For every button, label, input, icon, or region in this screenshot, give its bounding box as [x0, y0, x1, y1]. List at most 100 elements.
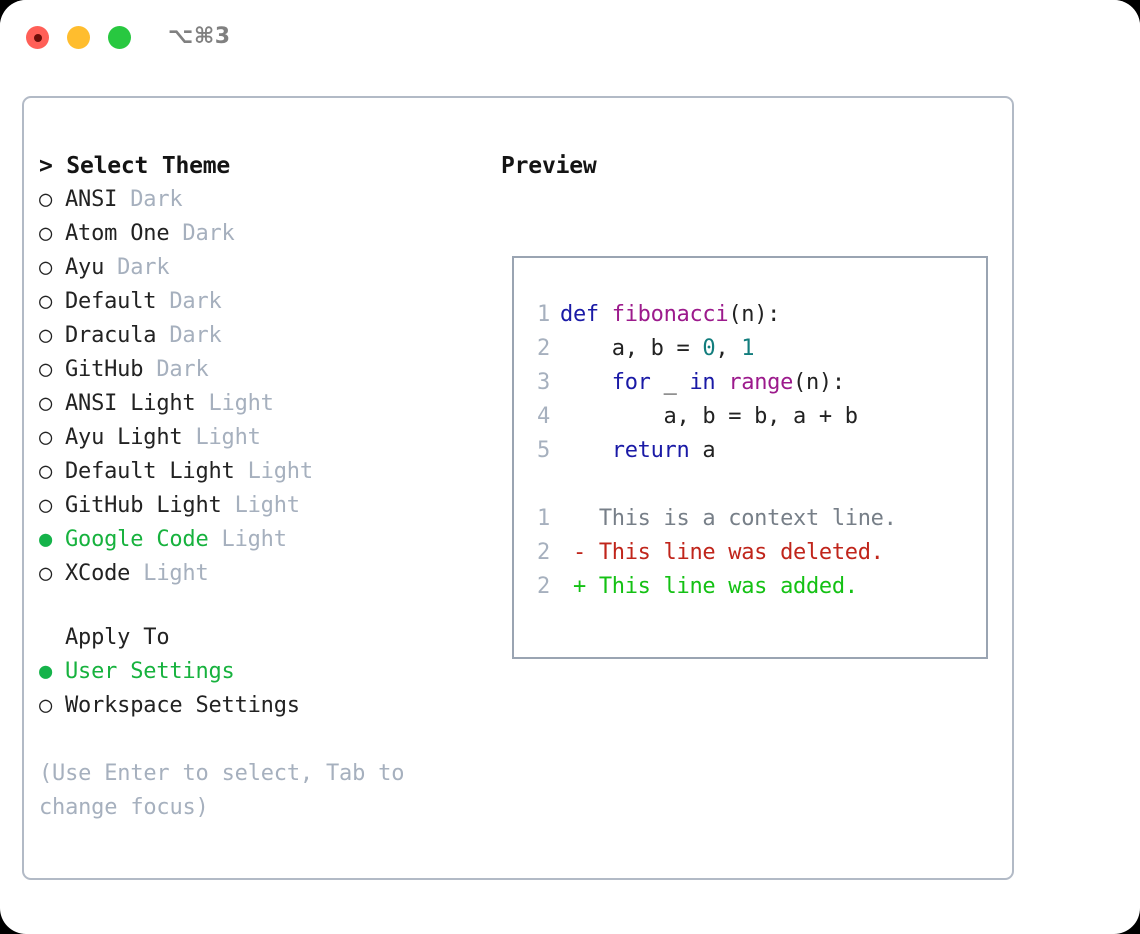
apply-to-heading: Apply To	[65, 625, 170, 650]
section-spacer	[39, 591, 489, 621]
apply-to-option-user-settings[interactable]: ● User Settings	[39, 655, 489, 689]
theme-option-variant: Light	[130, 561, 209, 586]
code-token: (n):	[728, 302, 781, 327]
theme-option-ansi[interactable]: ○ ANSI Dark	[39, 183, 489, 217]
radio-unselected-icon: ○	[39, 493, 53, 518]
line-number: 1	[537, 506, 550, 531]
theme-option-label: Ayu Light	[65, 425, 183, 450]
line-number: 2	[537, 540, 550, 565]
close-button[interactable]	[26, 26, 49, 49]
code-token	[560, 438, 612, 463]
radio-selected-icon: ●	[39, 527, 53, 552]
theme-option-default[interactable]: ○Default Dark	[39, 285, 489, 319]
theme-option-variant: Dark	[169, 221, 235, 246]
apply-to-list: ● User Settings ○ Workspace Settings	[39, 655, 489, 723]
radio-unselected-icon: ○	[39, 459, 53, 484]
theme-list: ○ANSI Dark○Atom One Dark○Ayu Dark○Defaul…	[39, 183, 489, 591]
minimize-button[interactable]	[67, 26, 90, 49]
theme-option-label: GitHub Light	[65, 493, 222, 518]
code-token: (n):	[793, 370, 845, 395]
radio-unselected-icon: ○	[39, 221, 53, 246]
code-token: 1	[741, 336, 755, 361]
theme-option-label: ANSI Light	[65, 391, 196, 416]
diff-line-ctx: 1 This is a context line.	[526, 502, 897, 536]
code-token: ,	[715, 336, 742, 361]
diff-line-del: 2 - This line was deleted.	[526, 536, 897, 570]
diff-line-text: + This line was added.	[560, 574, 858, 599]
theme-option-github-light[interactable]: ○ GitHub Light Light	[39, 489, 489, 523]
theme-list-column: > Select Theme ○ANSI Dark○Atom One Dark○…	[39, 149, 489, 825]
theme-option-github[interactable]: ○GitHub Dark	[39, 353, 489, 387]
keyboard-shortcut-label: ⌥⌘3	[168, 24, 231, 49]
code-token: a, b =	[560, 336, 703, 361]
diff-line-text: This is a context line.	[560, 506, 897, 531]
radio-unselected-icon: ○	[39, 693, 53, 718]
theme-option-google-code[interactable]: ●Google Code Light	[39, 523, 489, 557]
maximize-button[interactable]	[108, 26, 131, 49]
code-token: def	[560, 302, 599, 327]
theme-option-variant: Dark	[156, 323, 222, 348]
keyboard-hint-text: (Use Enter to select, Tab to change focu…	[39, 761, 405, 820]
code-token: for	[611, 370, 651, 395]
theme-option-variant: Light	[221, 493, 300, 518]
radio-unselected-icon: ○	[39, 357, 53, 382]
theme-option-variant: Dark	[104, 255, 170, 280]
code-token	[715, 370, 728, 395]
theme-option-ansi-light[interactable]: ○ANSI Light Light	[39, 387, 489, 421]
theme-option-label: Default Light	[65, 459, 235, 484]
code-token: fibonacci	[611, 302, 729, 327]
code-line: 1 def fibonacci(n):	[526, 298, 897, 332]
theme-option-label: GitHub	[65, 357, 144, 382]
radio-selected-icon: ●	[39, 659, 53, 684]
code-line: 5 return a	[526, 434, 897, 468]
diff-line-add: 2 + This line was added.	[526, 570, 897, 604]
theme-option-label: Ayu	[65, 255, 105, 280]
code-token: return	[611, 438, 690, 463]
theme-option-label: Dracula	[65, 323, 157, 348]
code-token: 0	[702, 336, 716, 361]
code-line: 2 a, b = 0, 1	[526, 332, 897, 366]
traffic-light-buttons	[26, 26, 131, 49]
theme-option-dracula[interactable]: ○Dracula Dark	[39, 319, 489, 353]
theme-option-label: Atom One	[65, 221, 170, 246]
line-number: 2	[537, 574, 550, 599]
theme-option-variant: Light	[182, 425, 261, 450]
code-line: 4 a, b = b, a + b	[526, 400, 897, 434]
code-token: in	[689, 370, 716, 395]
theme-option-xcode[interactable]: ○ XCode Light	[39, 557, 489, 591]
theme-option-ayu-light[interactable]: ○ Ayu Light Light	[39, 421, 489, 455]
line-number: 1	[537, 302, 550, 327]
theme-option-variant: Dark	[156, 289, 222, 314]
diff-line-text: - This line was deleted.	[560, 540, 884, 565]
code-token: a	[689, 438, 716, 463]
theme-option-variant: Light	[234, 459, 313, 484]
theme-option-atom-one[interactable]: ○ Atom One Dark	[39, 217, 489, 251]
apply-to-option-label: User Settings	[65, 659, 235, 684]
line-number: 2	[537, 336, 550, 361]
preview-heading: Preview	[501, 153, 597, 179]
radio-unselected-icon: ○	[39, 391, 53, 416]
code-token: a, b = b, a + b	[560, 404, 859, 429]
apply-to-option-workspace-settings[interactable]: ○ Workspace Settings	[39, 689, 489, 723]
select-theme-heading: > Select Theme	[39, 153, 231, 179]
line-number: 3	[537, 370, 550, 395]
radio-unselected-icon: ○	[39, 561, 53, 586]
theme-option-variant: Dark	[117, 187, 183, 212]
line-number: 5	[537, 438, 550, 463]
theme-option-label: XCode	[65, 561, 131, 586]
line-number: 4	[537, 404, 550, 429]
radio-unselected-icon: ○	[39, 425, 53, 450]
code-token: _	[650, 370, 690, 395]
theme-option-ayu[interactable]: ○Ayu Dark	[39, 251, 489, 285]
theme-option-default-light[interactable]: ○ Default Light Light	[39, 455, 489, 489]
theme-option-label: ANSI	[65, 187, 118, 212]
title-bar: ⌥⌘3	[0, 0, 1140, 76]
code-token: range	[728, 370, 794, 395]
theme-option-label: Google Code	[65, 527, 209, 552]
radio-unselected-icon: ○	[39, 187, 53, 212]
code-line: 3 for _ in range(n):	[526, 366, 897, 400]
apply-to-option-label: Workspace Settings	[65, 693, 300, 718]
code-token	[599, 302, 612, 327]
